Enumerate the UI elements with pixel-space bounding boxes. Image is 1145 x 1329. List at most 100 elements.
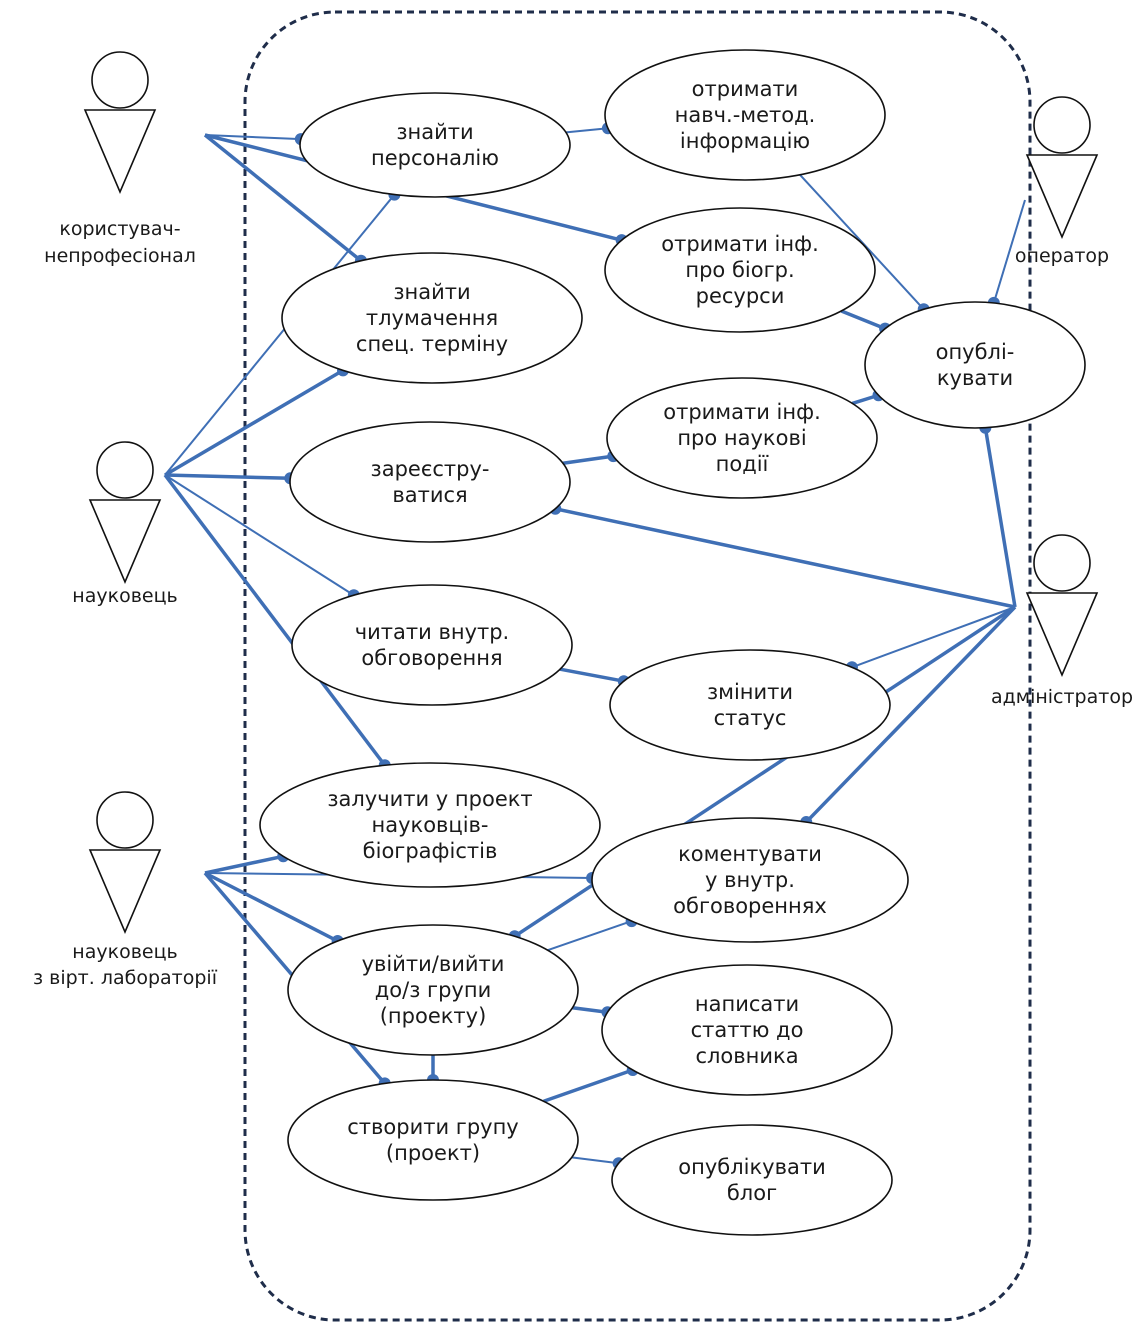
use-case-ellipse xyxy=(299,92,571,198)
use-case-label: написати xyxy=(695,992,799,1016)
use-case-label: залучити у проект xyxy=(327,787,532,811)
use-case-label: статус xyxy=(714,706,787,730)
association-line xyxy=(164,193,396,476)
actors: користувач-непрофесіоналнауковецьнаукове… xyxy=(33,51,1133,989)
use-case-ellipse xyxy=(601,964,893,1096)
association-line xyxy=(799,174,925,310)
actor-label: з вірт. лабораторії xyxy=(33,967,218,989)
actor-body-icon xyxy=(83,109,157,195)
actor-body-icon xyxy=(1025,592,1099,678)
use-case-ellipse xyxy=(289,421,571,543)
use-case-ellipse xyxy=(864,301,1086,429)
use-case-label: отримати xyxy=(692,77,799,101)
use-case-label: знайти xyxy=(393,280,470,304)
use-case-label: тлумачення xyxy=(366,306,498,330)
use-case-label: ватися xyxy=(392,483,467,507)
use-case-register[interactable]: зареєстру-ватися xyxy=(289,421,571,543)
association-line xyxy=(804,605,1017,824)
use-case-ellipse xyxy=(606,377,878,499)
use-case-label: отримати інф. xyxy=(663,400,821,424)
actor-scientist[interactable]: науковець xyxy=(72,441,178,607)
association-line xyxy=(163,473,387,767)
use-case-label: увійти/вийти xyxy=(362,952,505,976)
actor-head-icon xyxy=(96,791,154,849)
actor-lab[interactable]: науковець з вірт. лабораторії xyxy=(33,791,218,989)
association-line xyxy=(840,309,886,331)
use-case-label: опублікувати xyxy=(678,1155,825,1179)
association-line xyxy=(851,606,1016,669)
use-case-label: словника xyxy=(695,1044,798,1068)
use-case-label: навч.-метод. xyxy=(675,103,816,127)
use-case-label: знайти xyxy=(396,120,473,144)
use-case-ellipse xyxy=(259,762,601,888)
association-line xyxy=(164,368,344,477)
use-case-label: до/з групи xyxy=(375,978,491,1002)
association-line xyxy=(571,1156,619,1165)
use-case-label: статтю до xyxy=(691,1018,804,1042)
use-case-label: біографістів xyxy=(363,839,498,863)
actor-head-icon xyxy=(96,441,154,499)
use-case-ellipse xyxy=(287,924,579,1056)
actor-label: непрофесіонал xyxy=(44,245,196,267)
use-case-label: блог xyxy=(727,1181,777,1205)
system-boundary xyxy=(243,10,1032,1322)
use-case-publish[interactable]: опублі-кувати xyxy=(864,301,1086,429)
use-case-label: події xyxy=(716,452,769,476)
actor-operator[interactable]: оператор xyxy=(1015,96,1109,267)
association-line xyxy=(203,133,363,263)
use-case-read_disc[interactable]: читати внутр.обговорення xyxy=(291,584,573,706)
use-case-label: зареєстру- xyxy=(371,457,490,481)
association-line xyxy=(204,854,284,875)
actor-nonprof[interactable]: користувач-непрофесіонал xyxy=(44,51,196,267)
association-line xyxy=(204,871,339,943)
use-case-get_bio[interactable]: отримати інф.про біогр.ресурси xyxy=(604,207,876,333)
use-case-label: (проекту) xyxy=(380,1004,487,1028)
actor-head-icon xyxy=(1033,534,1091,592)
use-case-label: про наукові xyxy=(677,426,806,450)
association-line xyxy=(204,134,301,141)
use-case-ellipse xyxy=(604,49,886,181)
use-case-label: обговореннях xyxy=(673,894,827,918)
association-line xyxy=(547,920,632,952)
association-line xyxy=(554,507,1016,609)
actor-label: науковець xyxy=(72,585,177,607)
use-case-create_group[interactable]: створити групу(проект) xyxy=(287,1079,579,1201)
use-case-label: науковців- xyxy=(371,813,488,837)
use-case-label: коментувати xyxy=(678,842,822,866)
use-case-ellipse xyxy=(609,649,891,761)
association-line xyxy=(164,473,291,481)
association-line xyxy=(562,454,614,465)
use-case-ellipse xyxy=(611,1124,893,1236)
use-case-label: змінити xyxy=(707,680,793,704)
use-case-ellipse xyxy=(281,252,583,384)
actor-body-icon xyxy=(88,499,162,585)
actor-label: користувач- xyxy=(59,218,180,240)
actor-label: науковець xyxy=(72,941,177,963)
association-line xyxy=(983,427,1017,608)
use-case-label: читати внутр. xyxy=(355,620,510,644)
use-case-label: опублі- xyxy=(936,340,1015,364)
association-line xyxy=(992,199,1026,304)
use-case-label: (проект) xyxy=(386,1141,480,1165)
association-line xyxy=(565,127,609,134)
association-line xyxy=(164,474,355,597)
actor-head-icon xyxy=(91,51,149,109)
actor-body-icon xyxy=(88,849,162,935)
actor-body-icon xyxy=(1025,154,1099,240)
use-case-label: отримати інф. xyxy=(661,232,819,256)
use-case-ellipse xyxy=(287,1079,579,1201)
actor-admin[interactable]: адміністратор xyxy=(991,534,1133,708)
use-case-label: створити групу xyxy=(347,1115,519,1139)
use-case-label: про біогр. xyxy=(685,258,794,282)
